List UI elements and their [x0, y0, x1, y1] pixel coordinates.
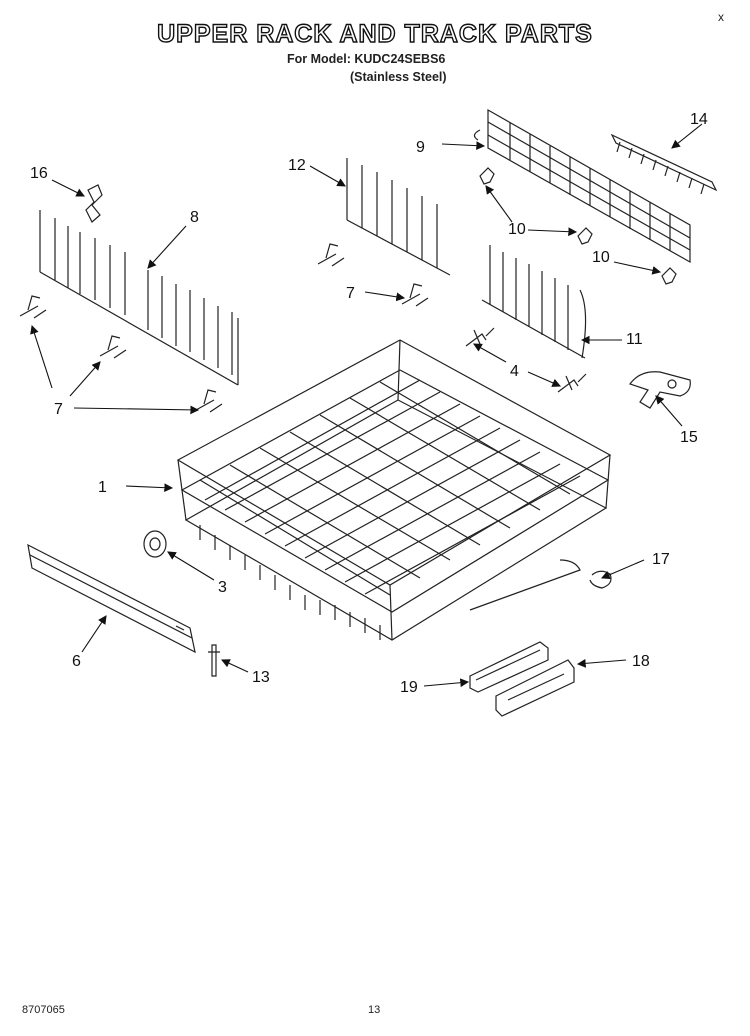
callout-10b: 10	[592, 249, 610, 266]
end-cap-part-19	[469, 641, 549, 693]
callout-9: 9	[416, 139, 425, 156]
finish-line: (Stainless Steel)	[350, 70, 447, 84]
rack-wheel-part-3	[143, 530, 167, 558]
callout-6: 6	[72, 653, 81, 670]
upper-rack-basket-part-1	[176, 339, 612, 641]
model-line: For Model: KUDC24SEBS6	[287, 52, 446, 66]
page-number: 13	[368, 1004, 381, 1016]
tine-row-right-part-11	[481, 245, 587, 359]
callout-8: 8	[190, 209, 199, 226]
tine-clip-part-4	[465, 327, 587, 393]
callout-4: 4	[510, 363, 519, 380]
callout-3: 3	[218, 579, 227, 596]
clip-part-16	[85, 184, 103, 223]
callout-10a: 10	[508, 221, 526, 238]
callout-12: 12	[288, 157, 306, 174]
track-stop-part-13	[208, 644, 220, 677]
callout-1: 1	[98, 479, 107, 496]
callout-19: 19	[400, 679, 418, 696]
rack-track-part-6	[27, 543, 196, 654]
callout-11: 11	[626, 331, 643, 348]
hook-part-17	[589, 570, 612, 589]
cover-part-18	[495, 659, 575, 717]
callout-14: 14	[690, 111, 708, 128]
callout-17: 17	[652, 551, 670, 568]
leader-lines	[30, 123, 703, 688]
tine-row-left-part-8	[39, 210, 239, 386]
clip-part-10	[479, 167, 677, 285]
document-number: 8707065	[22, 1004, 65, 1016]
callout-18: 18	[632, 653, 650, 670]
bracket-part-15	[629, 371, 691, 409]
page-title: UPPER RACK AND TRACK PARTS	[156, 19, 593, 48]
callout-numbers: 16 8 12 9 14 10 10 7 11 4 7 15 1 3 6 13 …	[30, 111, 708, 696]
tine-row-center-part-12	[346, 158, 451, 276]
cup-shelf-grid-part-9	[473, 108, 691, 264]
callout-13: 13	[252, 669, 270, 686]
callout-7a: 7	[346, 285, 355, 302]
callout-7b: 7	[54, 401, 63, 418]
tine-clip-part-7	[19, 243, 429, 413]
comb-bar-part-14	[610, 133, 718, 195]
callout-16: 16	[30, 165, 48, 182]
callout-15: 15	[680, 429, 698, 446]
corner-mark: x	[718, 10, 724, 24]
